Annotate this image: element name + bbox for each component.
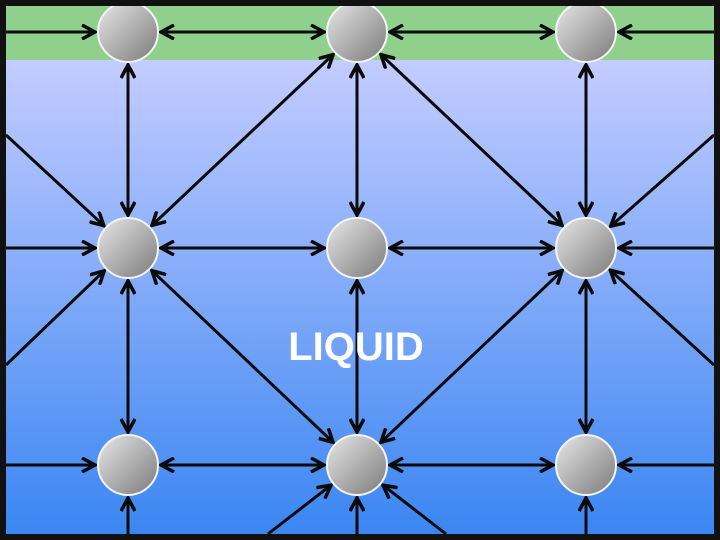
edge-arrow: [267, 485, 331, 536]
edge-arrow: [383, 485, 447, 536]
molecules: [97, 1, 617, 496]
bond-arrows: [128, 32, 586, 465]
edge-arrow: [4, 271, 104, 367]
edge-arrows: [4, 32, 716, 536]
molecule-2-0: [97, 434, 159, 496]
bond-arrow: [152, 55, 333, 226]
bond-arrow: [381, 271, 562, 443]
molecule-0-2: [555, 1, 617, 63]
molecule-2-2: [555, 434, 617, 496]
edge-arrow: [610, 270, 716, 367]
molecule-1-1: [326, 217, 388, 279]
molecule-1-0: [97, 217, 159, 279]
bond-arrow: [152, 271, 333, 443]
molecule-2-1: [326, 434, 388, 496]
edge-arrow: [4, 133, 104, 226]
molecule-0-0: [97, 1, 159, 63]
bond-arrow: [381, 55, 562, 226]
molecule-0-1: [326, 1, 388, 63]
molecule-1-2: [555, 217, 617, 279]
edge-arrow: [611, 133, 715, 226]
liquid-label: LIQUID: [288, 325, 424, 369]
